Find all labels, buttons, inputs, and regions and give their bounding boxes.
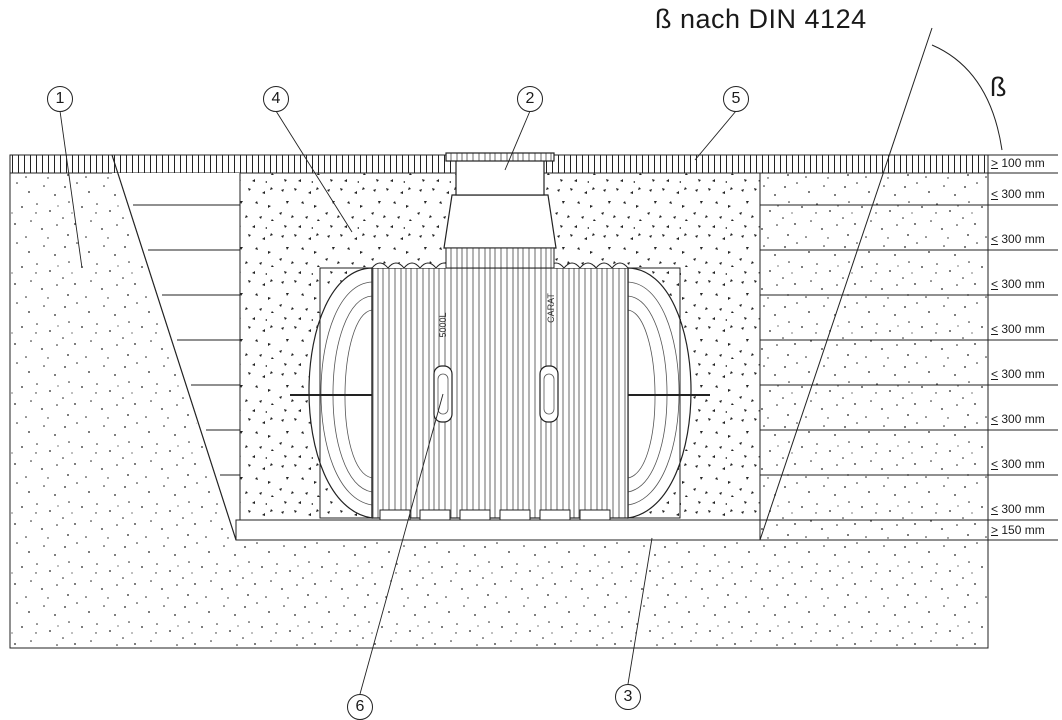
leader-lines [59, 110, 737, 695]
right-layer-lines [760, 154, 1058, 541]
left-backfill-zone [112, 173, 240, 540]
tank-body [371, 267, 629, 519]
dimension-label: < 300 mm [991, 322, 1045, 336]
bedding-layer [235, 519, 761, 541]
dimension-label: < 300 mm [991, 232, 1045, 246]
callout-4: 4 [263, 86, 289, 112]
dimension-label: < 300 mm [991, 457, 1045, 471]
left-slope-line [111, 154, 237, 541]
slope-angle-arc [931, 44, 1003, 151]
dimension-label: < 300 mm [991, 502, 1045, 516]
beta-angle-label: ß [990, 72, 1007, 102]
callout-5: 5 [723, 86, 749, 112]
shaft-neck [455, 159, 545, 196]
tank-left-dome [308, 267, 373, 519]
dimension-label: < 300 mm [991, 187, 1045, 201]
slope-angle-line [759, 27, 933, 541]
tank-label-left: 5000L [438, 312, 448, 337]
callout-6: 6 [347, 694, 373, 720]
tank-opening-right [539, 365, 559, 423]
shaft-taper [443, 194, 557, 249]
callout-3: 3 [615, 684, 641, 710]
dimension-label: < 300 mm [991, 412, 1045, 426]
dimension-label: < 300 mm [991, 277, 1045, 291]
dimension-label: > 100 mm [991, 156, 1045, 170]
shaft-cover [445, 152, 555, 162]
tank-label-right: CARAT [546, 293, 556, 323]
dimension-label: < 300 mm [991, 367, 1045, 381]
left-layer-lines [133, 204, 240, 476]
tank-right-dome [627, 267, 692, 519]
dimension-label: > 150 mm [991, 523, 1045, 537]
rainwater-tank: 5000L CARAT [290, 262, 710, 521]
right-backfill-zone [759, 172, 989, 541]
access-shaft [443, 152, 557, 269]
diagram-title: ß nach DIN 4124 [655, 4, 867, 34]
callout-1: 1 [47, 86, 73, 112]
callout-2: 2 [517, 86, 543, 112]
